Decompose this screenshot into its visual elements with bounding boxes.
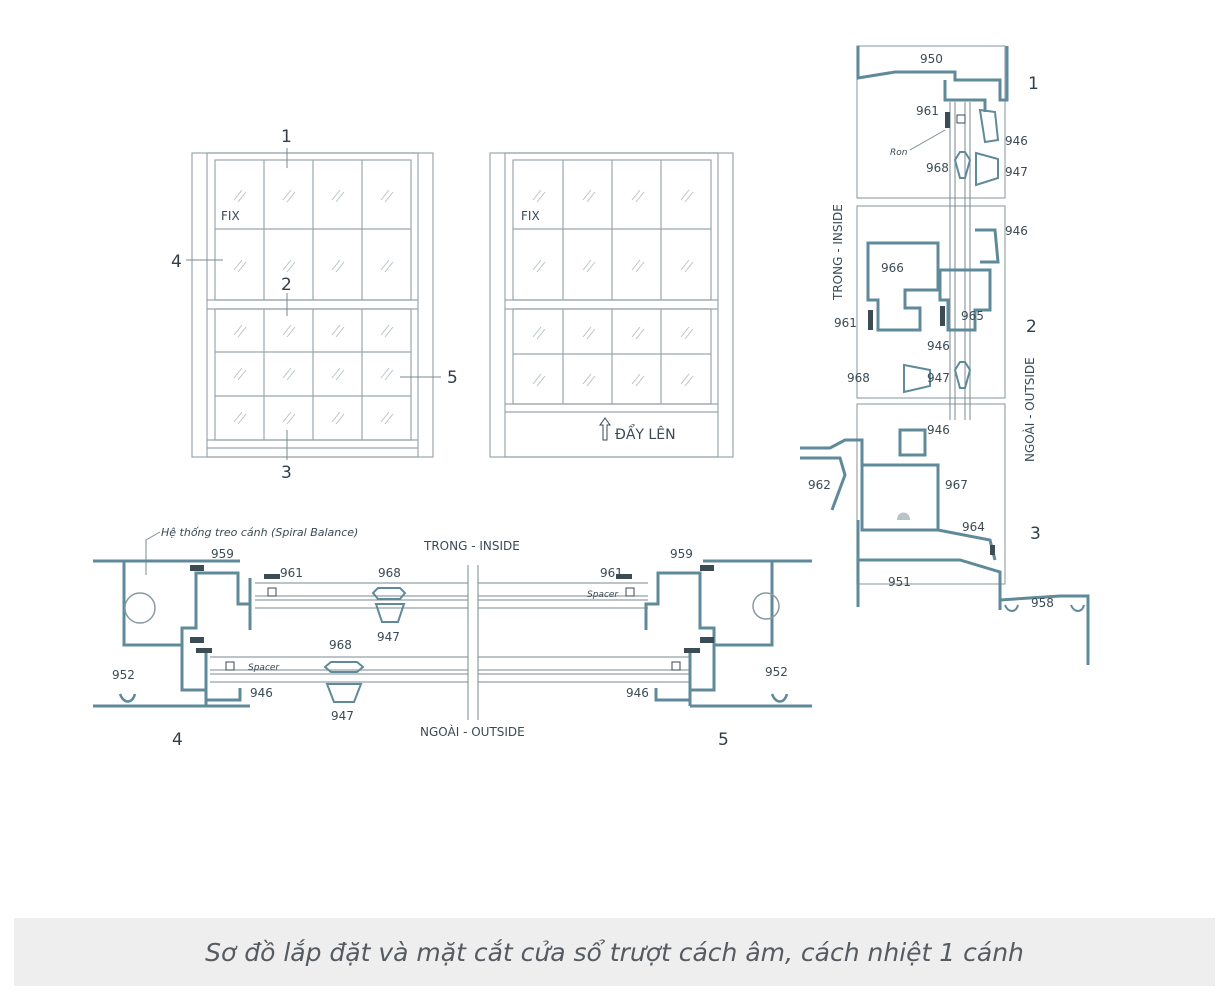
label-961-left: 961	[280, 566, 303, 580]
label-952-right: 952	[765, 665, 788, 679]
label-946-v2-top: 946	[1005, 224, 1028, 238]
label-952-left: 952	[112, 668, 135, 682]
ron-label: Ron	[890, 148, 908, 158]
label-968-bottom: 968	[329, 638, 352, 652]
label-951: 951	[888, 575, 911, 589]
label-966: 966	[881, 261, 904, 275]
callout-5-section: 5	[718, 730, 729, 750]
label-959-right: 959	[670, 547, 693, 561]
label-965: 965	[961, 309, 984, 323]
label-950: 950	[920, 52, 943, 66]
label-961-right: 961	[600, 566, 623, 580]
spacer-label-left: Spacer	[248, 663, 280, 673]
spiral-balance-note: Hệ thống treo cánh (Spiral Balance)	[161, 526, 358, 539]
label-958: 958	[1031, 596, 1054, 610]
arrow-up-icon	[599, 417, 611, 441]
label-961-v1: 961	[916, 104, 939, 118]
push-up-label: ĐẨY LÊN	[615, 424, 676, 443]
label-946-v1: 946	[1005, 134, 1028, 148]
spacer-label-right: Spacer	[587, 590, 619, 600]
callout-4-section: 4	[172, 730, 183, 750]
callout-4: 4	[171, 252, 182, 272]
installation-diagram: FIX 1 4 2 5 3	[93, 45, 1090, 750]
inside-label-vertical: TRONG - INSIDE	[831, 204, 845, 301]
callout-3-section: 3	[1030, 524, 1041, 544]
callout-1: 1	[281, 127, 292, 147]
label-962: 962	[808, 478, 831, 492]
label-947-bottom: 947	[331, 709, 354, 723]
callout-3: 3	[281, 463, 292, 483]
label-946-v2-mid: 946	[927, 339, 950, 353]
label-959-left: 959	[211, 547, 234, 561]
label-961-v2: 961	[834, 316, 857, 330]
horizontal-section: Hệ thống treo cánh (Spiral Balance) TRON…	[93, 526, 812, 750]
label-946-left: 946	[250, 686, 273, 700]
label-946-v3: 946	[927, 423, 950, 437]
fix-label-right: FIX	[521, 209, 540, 223]
callout-2: 2	[281, 275, 292, 295]
callout-5: 5	[447, 368, 458, 388]
label-946-right: 946	[626, 686, 649, 700]
label-947-v1: 947	[1005, 165, 1028, 179]
label-967: 967	[945, 478, 968, 492]
inside-label-horizontal: TRONG - INSIDE	[423, 539, 520, 553]
label-968-v2: 968	[847, 371, 870, 385]
right-window-elevation: FIX ĐẨY LÊN	[489, 152, 734, 458]
figure-caption: Sơ đồ lắp đặt và mặt cắt cửa sổ trượt cá…	[205, 937, 1024, 967]
callout-1-section: 1	[1028, 74, 1039, 94]
callout-2-section: 2	[1026, 317, 1037, 337]
left-window-elevation: FIX 1 4 2 5 3	[171, 127, 458, 483]
vertical-section: Ron 950 961 946 968 947 1 946 966 961 96…	[800, 45, 1090, 665]
label-964: 964	[962, 520, 985, 534]
label-947-v2: 947	[927, 371, 950, 385]
label-947-top: 947	[377, 630, 400, 644]
caption-bar: Sơ đồ lắp đặt và mặt cắt cửa sổ trượt cá…	[14, 918, 1215, 986]
label-968-v1: 968	[926, 161, 949, 175]
label-968-top: 968	[378, 566, 401, 580]
fix-label-left: FIX	[221, 209, 240, 223]
outside-label-vertical: NGOÀI - OUTSIDE	[1022, 357, 1037, 462]
outside-label-horizontal: NGOÀI - OUTSIDE	[420, 724, 525, 739]
